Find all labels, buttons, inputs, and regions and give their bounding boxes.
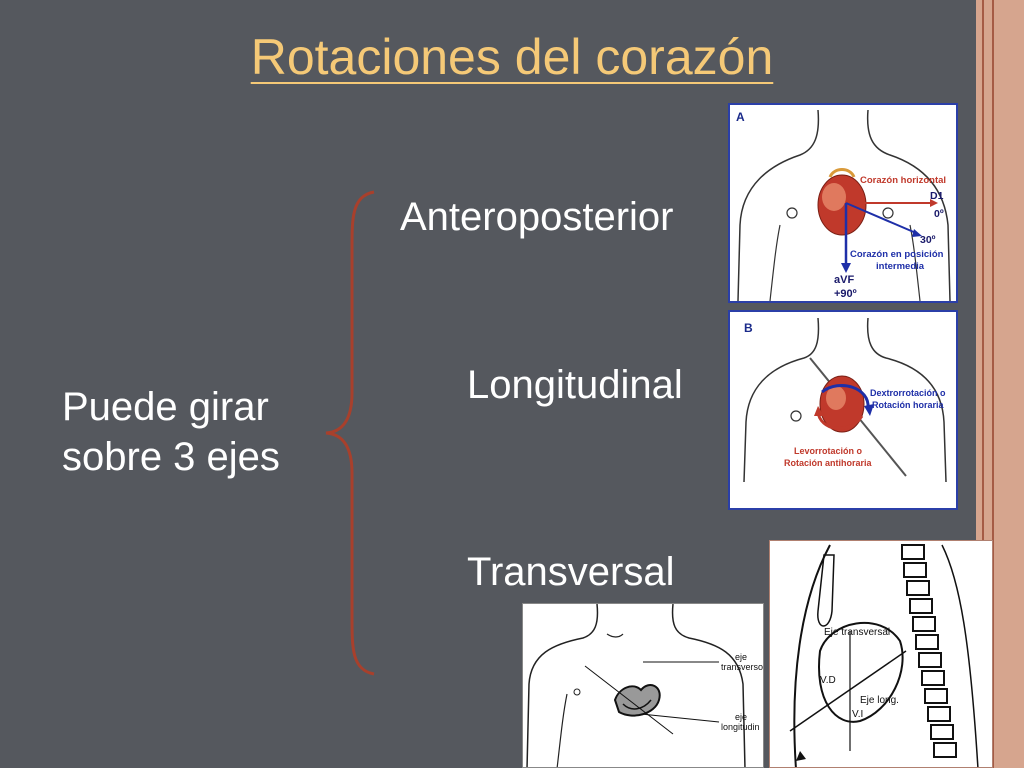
heart-icon [613,684,661,717]
axis-transversal: Transversal [467,550,675,594]
label-horizontal-heart: Corazón horizontal [860,175,946,186]
label-intermediate-1: Corazón en posición [850,249,944,260]
torso-outline-right [866,109,951,301]
figure-a-panel: A Corazón horizontal D1 0º 30º Corazón e… [728,103,958,303]
label-intermediate-2: intermedia [876,261,925,272]
label-longitudinal: longitudin [721,722,760,732]
axis-longitudinal: Longitudinal [467,363,683,407]
label-dextro-2: Rotación horaria [872,400,945,410]
heart-icon [818,622,904,723]
figure-b-letter: B [744,321,753,335]
label-avf-angle: +90º [834,288,857,300]
intro-line-1: Puede girar [62,385,269,429]
label-levo-1: Levorrotación o [794,446,863,456]
slide-title: Rotaciones del corazón [250,29,774,85]
label-vi: V.I [852,709,863,720]
figure-b-panel: B Dextrorrotación o Rotación horaria Lev… [728,310,958,510]
figure-a-letter: A [736,110,745,124]
label-eje-1: eje [735,652,747,662]
label-d1-angle: 0º [934,208,944,220]
intro-text: Puede girar sobre 3 ejes [62,382,280,482]
torso-outline-left [737,109,820,301]
label-vd: V.D [820,675,836,686]
label-eje-long: Eje long. [860,695,899,706]
label-eje-transversal: Eje transversal [824,627,890,638]
spine-vertebrae [901,544,957,758]
label-dextro-1: Dextrorrotación o [870,388,946,398]
figure-d-drawing: Eje transversal V.D Eje long. V.I [789,544,979,767]
figure-d-panel: Eje transversal V.D Eje long. V.I [769,540,993,768]
label-d1: D1 [930,190,944,202]
figure-b-drawing: B Dextrorrotación o Rotación horaria Lev… [743,317,947,483]
nipple-right [882,207,894,219]
border-line [982,0,984,768]
axis-anteroposterior: Anteroposterior [400,195,674,239]
figure-c-drawing: eje transverso eje longitudin [526,604,763,767]
label-levo-2: Rotación antihoraria [784,458,873,468]
label-avf: aVF [834,274,854,286]
label-eje-2: eje [735,712,747,722]
intro-line-2: sobre 3 ejes [62,435,280,479]
label-30: 30º [920,234,936,246]
label-transverse: transverso [721,662,763,672]
curly-brace [325,190,375,676]
figure-c-panel: eje transverso eje longitudin [522,603,764,768]
nipple-left [786,207,798,219]
border-line [992,0,994,768]
figure-a-drawing: A Corazón horizontal D1 0º 30º Corazón e… [736,109,951,301]
